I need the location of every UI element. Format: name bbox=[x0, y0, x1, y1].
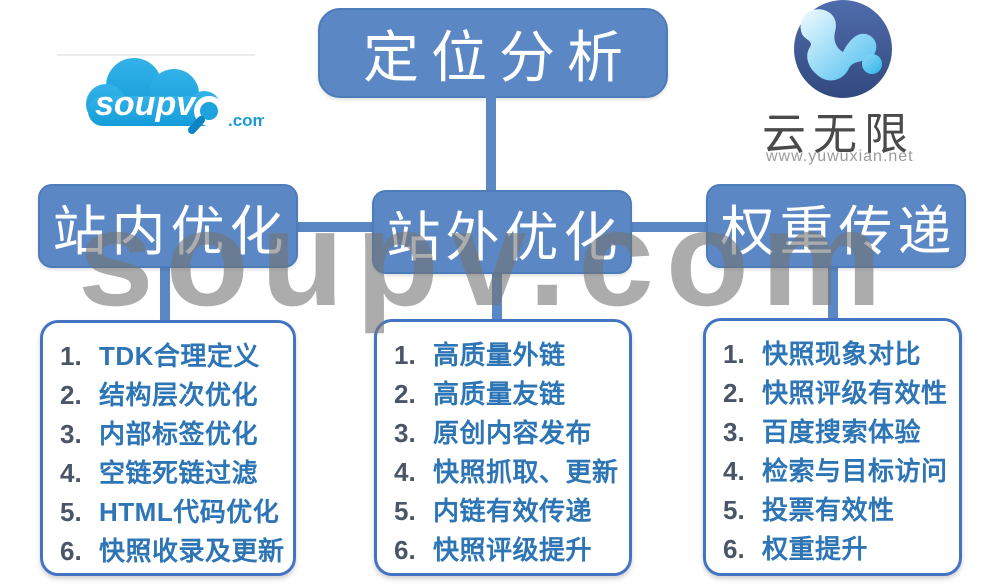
branch-node-offsite-optimization: 站外优化 bbox=[372, 190, 632, 274]
dot-shape bbox=[862, 54, 882, 74]
list-item: 4.空链死链过滤 bbox=[60, 458, 259, 488]
list-item: 2.快照评级有效性 bbox=[723, 378, 948, 408]
cloud-logo-icon: soupv .com bbox=[86, 58, 268, 134]
connector-onsite-offsite bbox=[296, 222, 374, 232]
list-box-onsite: 1.TDK合理定义 2.结构层次优化 3.内部标签优化 4.空链死链过滤 5.HTML代… bbox=[40, 320, 296, 576]
list-item: 3.原创内容发布 bbox=[394, 418, 593, 448]
list-item: 3.百度搜索体验 bbox=[723, 417, 922, 447]
list-item: 4.快照抓取、更新 bbox=[394, 457, 619, 487]
yuwuxian-title: 云无限 bbox=[762, 110, 915, 159]
yuwuxian-logo-icon bbox=[794, 0, 892, 98]
list-item: 3.内部标签优化 bbox=[60, 419, 259, 449]
connector-offsite-to-list bbox=[492, 272, 502, 320]
divider-line bbox=[57, 54, 255, 56]
magnifier-icon bbox=[188, 96, 224, 134]
list-item: 6.快照评级提升 bbox=[394, 535, 593, 565]
list-item: 2.结构层次优化 bbox=[60, 380, 259, 410]
list-item: 1.快照现象对比 bbox=[723, 339, 922, 369]
connector-weight-to-list bbox=[828, 266, 838, 320]
list-box-weight: 1.快照现象对比 2.快照评级有效性 3.百度搜索体验 4.检索与目标访问 5.投票有效… bbox=[703, 318, 962, 576]
list-item: 5.投票有效性 bbox=[723, 495, 895, 525]
yuwuxian-url: www.yuwuxian.net bbox=[766, 148, 914, 165]
offsite-item-list: 1.高质量外链 2.高质量友链 3.原创内容发布 4.快照抓取、更新 5.内链有效传递 6… bbox=[377, 322, 629, 569]
soupv-logo-text: soupv bbox=[95, 85, 197, 123]
connector-root-to-offsite bbox=[486, 96, 496, 192]
list-item: 5.HTML代码优化 bbox=[60, 497, 280, 527]
branch-node-onsite-optimization: 站内优化 bbox=[38, 184, 298, 268]
list-item: 6.快照收录及更新 bbox=[60, 536, 285, 566]
root-node-positioning-analysis: 定位分析 bbox=[318, 8, 668, 98]
list-item: 5.内链有效传递 bbox=[394, 496, 593, 526]
yuwuxian-logo: 云无限 www.yuwuxian.net bbox=[758, 0, 938, 172]
list-item: 1.TDK合理定义 bbox=[60, 341, 260, 371]
branch-node-weight-transfer: 权重传递 bbox=[706, 184, 966, 268]
list-item: 2.高质量友链 bbox=[394, 379, 566, 409]
connector-onsite-to-list bbox=[160, 266, 170, 322]
soupv-logo: soupv .com bbox=[82, 56, 268, 144]
list-box-offsite: 1.高质量外链 2.高质量友链 3.原创内容发布 4.快照抓取、更新 5.内链有效传递 6… bbox=[374, 319, 632, 576]
list-item: 1.高质量外链 bbox=[394, 340, 566, 370]
v-blob-shape bbox=[800, 9, 877, 81]
weight-item-list: 1.快照现象对比 2.快照评级有效性 3.百度搜索体验 4.检索与目标访问 5.投票有效… bbox=[706, 321, 959, 568]
list-item: 4.检索与目标访问 bbox=[723, 456, 948, 486]
onsite-item-list: 1.TDK合理定义 2.结构层次优化 3.内部标签优化 4.空链死链过滤 5.HTML代… bbox=[43, 323, 293, 570]
list-item: 6.权重提升 bbox=[723, 534, 869, 564]
soupv-logo-suffix: .com bbox=[228, 111, 264, 130]
connector-offsite-weight bbox=[630, 222, 708, 232]
